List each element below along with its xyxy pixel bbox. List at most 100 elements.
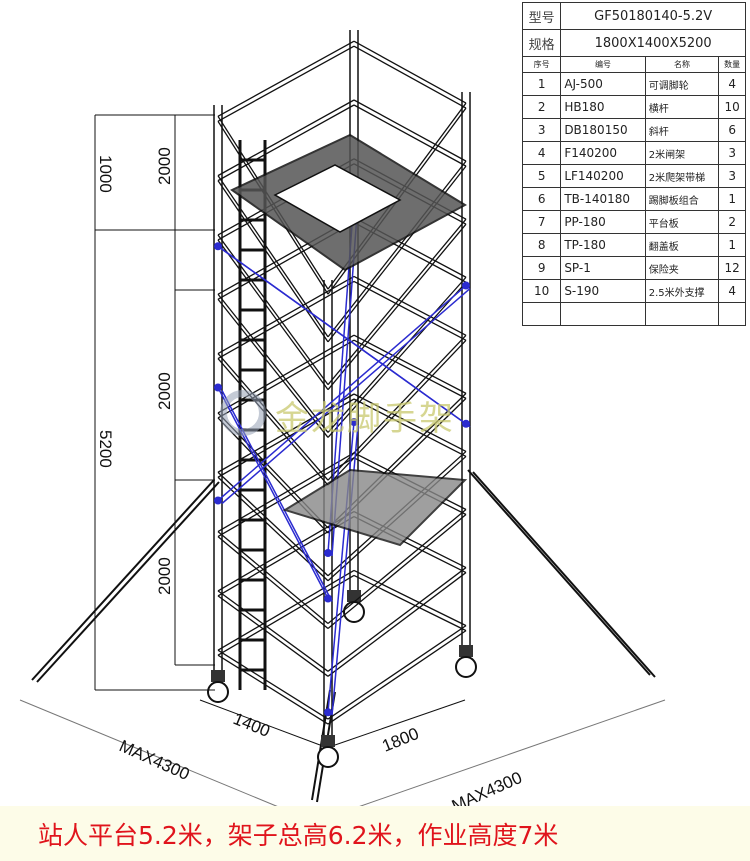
cell-no: 6	[521, 187, 562, 211]
rung	[217, 590, 329, 672]
cell-no: 10	[521, 279, 562, 303]
rung	[217, 298, 329, 438]
cell-name: 踢脚板组合	[644, 187, 720, 211]
cell-qty: 2	[718, 210, 746, 234]
cell-code: TP-180	[560, 233, 646, 257]
rung	[353, 398, 467, 458]
rung	[217, 536, 329, 630]
cell-name: 2米闸架	[644, 141, 720, 165]
outrigger	[472, 471, 656, 678]
cell-qty: 1	[718, 233, 746, 257]
rung	[353, 334, 467, 394]
dim-outrigger-left: MAX4300	[116, 736, 192, 784]
cell-code: AJ-500	[560, 72, 646, 96]
parts-table: 型号 GF50180140-5.2V 规格 1800X1400X5200 序号 …	[521, 2, 746, 326]
rung	[217, 239, 329, 391]
header-no: 序号	[521, 56, 562, 73]
cell-code: S-190	[560, 279, 646, 303]
rung	[217, 649, 329, 720]
rung	[327, 281, 467, 438]
outrigger	[31, 479, 215, 681]
dim-level-1: 2000	[155, 147, 174, 185]
cell-name: 平台板	[644, 210, 720, 234]
table-row-empty	[521, 302, 746, 326]
rung	[217, 358, 329, 486]
diagonal-braces	[214, 194, 471, 717]
brace-clamp	[324, 708, 332, 717]
dim-line-width	[199, 699, 321, 746]
rung	[217, 180, 329, 343]
rung	[353, 339, 467, 399]
dimension-lines	[19, 114, 666, 821]
brace-clamp	[214, 383, 222, 392]
dim-line-outrigger-left	[19, 699, 311, 821]
brace	[217, 284, 467, 502]
cell-name: 可调脚轮	[644, 72, 720, 96]
brace-clamp	[214, 242, 222, 251]
cell-qty: 12	[718, 256, 746, 280]
cell-no: 5	[521, 164, 562, 188]
wheel-BR	[455, 656, 477, 678]
caster-BR	[459, 645, 473, 657]
rung	[327, 218, 467, 386]
mid-platform	[282, 468, 468, 547]
rung	[353, 280, 467, 341]
cell-no: 1	[521, 72, 562, 96]
model-label: 型号	[521, 2, 562, 30]
rung	[217, 531, 329, 625]
dim-width-1400: 1400	[231, 709, 273, 741]
cell-name: 横杆	[644, 95, 720, 119]
rung	[353, 574, 467, 632]
cell-code: DB180150	[560, 118, 646, 142]
rung	[217, 175, 329, 338]
logo-icon	[220, 390, 266, 436]
rung	[353, 104, 467, 167]
cell-name: 翻盖板	[644, 233, 720, 257]
cell-qty: 1	[718, 187, 746, 211]
spec-label: 规格	[521, 29, 562, 57]
cell-code: PP-180	[560, 210, 646, 234]
rung	[327, 514, 467, 630]
cell-qty: 4	[718, 72, 746, 96]
rung	[217, 353, 329, 481]
brace-clamp	[350, 418, 358, 426]
rung	[353, 99, 467, 162]
cell-code: LF140200	[560, 164, 646, 188]
cell-name: 斜杆	[644, 118, 720, 142]
outrigger	[36, 481, 220, 683]
rung	[217, 45, 355, 122]
top-platform-opening	[273, 164, 402, 233]
rung	[353, 275, 467, 336]
platforms	[230, 133, 468, 547]
rung	[327, 625, 467, 720]
cell-no: 8	[521, 233, 562, 257]
cell-no: 3	[521, 118, 562, 142]
rung	[327, 276, 467, 433]
caster-BL	[347, 590, 361, 602]
rung	[217, 654, 329, 725]
cell-qty: 4	[718, 279, 746, 303]
rung	[327, 630, 467, 725]
dim-total-5200: 5200	[96, 430, 115, 468]
dim-length-1800: 1800	[379, 724, 421, 756]
cell-name: 2米爬架带梯	[644, 164, 720, 188]
brace-clamp	[462, 281, 470, 290]
brace-clamp	[324, 594, 332, 603]
rung	[327, 223, 467, 391]
rung	[353, 569, 467, 627]
cell-code: SP-1	[560, 256, 646, 280]
cell-name: 2.5米外支撑	[644, 279, 720, 303]
wheel-FL	[207, 681, 229, 703]
model-value: GF50180140-5.2V	[560, 2, 746, 30]
cell-qty: 10	[718, 95, 746, 119]
cell-qty: 6	[718, 118, 746, 142]
brace-clamp	[462, 419, 470, 428]
